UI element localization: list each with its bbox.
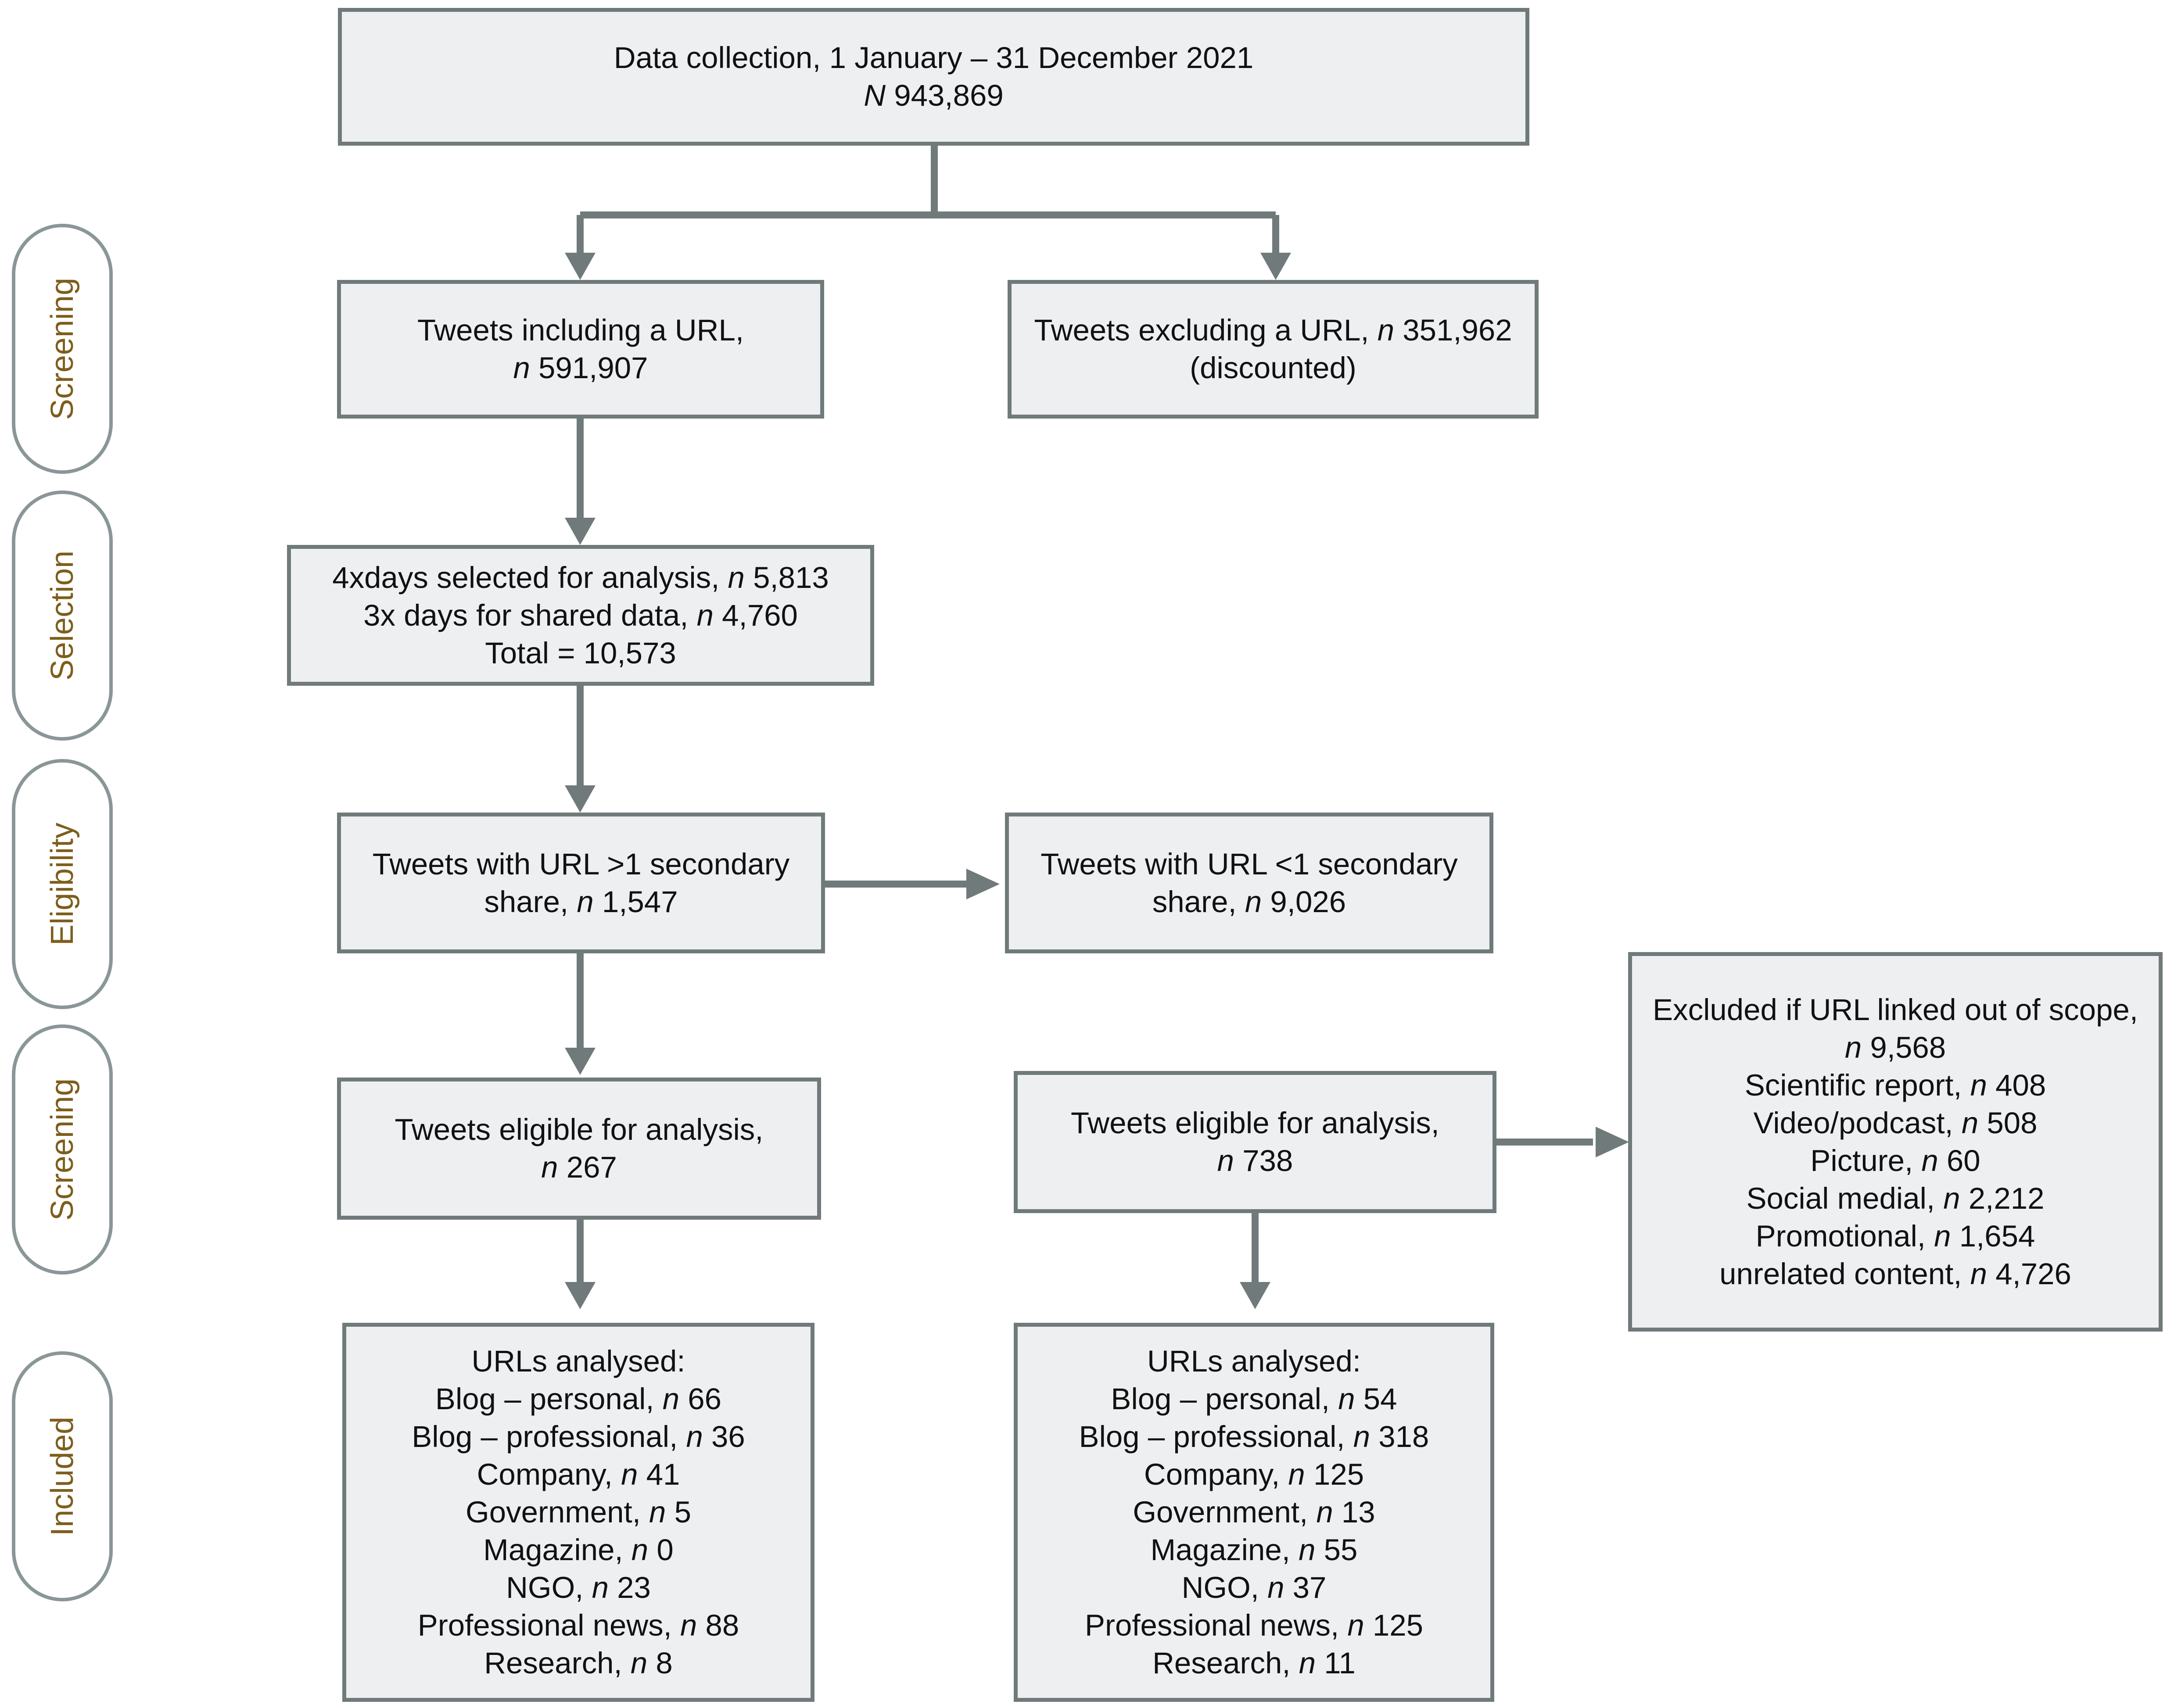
data-collection-text: Data collection, 1 January – 31 December… (614, 41, 1254, 75)
analysed-left-item: Research, n 8 (484, 1646, 673, 1680)
eligible-right-text: Tweets eligible for analysis, (1071, 1106, 1439, 1140)
selection-line-2: 3x days for shared data, n 4,760 (363, 598, 798, 632)
secondary-share-less-count: share, n 9,026 (1152, 884, 1346, 919)
analysed-left-item: Company, n 41 (477, 1457, 680, 1491)
secondary-share-more-box: Tweets with URL >1 secondary share, n 1,… (337, 813, 825, 953)
excluded-box: Excluded if URL linked out of scope, n 9… (1628, 952, 2163, 1332)
stage-selection: Selection (12, 491, 113, 741)
stage-eligibility-label: Eligibility (45, 822, 80, 946)
arrowhead-to-analysed-left (565, 1282, 596, 1309)
analysed-left-item: Blog – personal, n 66 (435, 1382, 722, 1416)
analysed-right-item: Government, n 13 (1133, 1495, 1375, 1529)
tweets-with-url-count: n 591,907 (513, 351, 648, 385)
eligible-left-count: n 267 (541, 1150, 617, 1184)
stage-eligibility: Eligibility (12, 759, 113, 1009)
stage-screening-2-label: Screening (45, 1078, 80, 1221)
stage-selection-label: Selection (45, 550, 80, 681)
excluded-item: Picture, n 60 (1810, 1143, 1980, 1178)
selection-line-1: 4xdays selected for analysis, n 5,813 (332, 560, 829, 594)
tweets-without-url-box: Tweets excluding a URL, n 351,962 (disco… (1008, 280, 1539, 419)
stage-screening-2: Screening (12, 1024, 113, 1275)
arrowhead-to-analysed-right (1240, 1282, 1270, 1309)
analysed-right-item: NGO, n 37 (1181, 1571, 1327, 1604)
analysed-right-item: Professional news, n 125 (1085, 1608, 1423, 1642)
tweets-with-url-text: Tweets including a URL, (417, 313, 744, 347)
analysed-left-item: Magazine, n 0 (483, 1533, 674, 1567)
analysed-right-item: Research, n 11 (1152, 1646, 1356, 1680)
excluded-item: Social medial, n 2,212 (1746, 1181, 2045, 1215)
analysed-right-item: Blog – professional, n 318 (1079, 1420, 1429, 1454)
analysed-left-item: Blog – professional, n 36 (412, 1420, 745, 1454)
excluded-item: Video/podcast, n 508 (1753, 1106, 2038, 1140)
eligible-right-count: n 738 (1217, 1144, 1293, 1178)
analysed-left-title: URLs analysed: (471, 1344, 685, 1378)
arrowhead-to-excluded (1596, 1127, 1629, 1157)
analysed-left-item: NGO, n 23 (506, 1571, 651, 1604)
excluded-total: n 9,568 (1844, 1030, 1946, 1064)
analysed-right-item: Blog – personal, n 54 (1111, 1382, 1397, 1416)
secondary-share-more-text: Tweets with URL >1 secondary (372, 847, 790, 881)
data-collection-box: Data collection, 1 January – 31 December… (338, 8, 1529, 146)
excluded-item: Promotional, n 1,654 (1755, 1219, 2035, 1253)
arrowhead-to-eligibility (565, 785, 596, 813)
eligible-right-box: Tweets eligible for analysis, n 738 (1014, 1071, 1496, 1213)
analysed-left-box: URLs analysed: Blog – personal, n 66 Blo… (342, 1323, 814, 1702)
excluded-title: Excluded if URL linked out of scope, (1653, 992, 2138, 1027)
analysed-right-item: Company, n 125 (1144, 1457, 1364, 1491)
arrowhead-to-eligible-left (565, 1048, 596, 1075)
tweets-without-url-count: Tweets excluding a URL, n 351,962 (1034, 313, 1512, 347)
eligible-left-box: Tweets eligible for analysis, n 267 (337, 1078, 821, 1220)
excluded-item: unrelated content, n 4,726 (1719, 1257, 2071, 1291)
secondary-share-less-text: Tweets with URL <1 secondary (1040, 847, 1458, 881)
excluded-item: Scientific report, n 408 (1744, 1068, 2046, 1102)
secondary-share-less-box: Tweets with URL <1 secondary share, n 9,… (1005, 813, 1493, 953)
selection-box: 4xdays selected for analysis, n 5,813 3x… (287, 545, 874, 686)
analysed-left-item: Professional news, n 88 (417, 1608, 739, 1642)
analysed-right-title: URLs analysed: (1147, 1344, 1361, 1378)
analysed-right-box: URLs analysed: Blog – personal, n 54 Blo… (1014, 1323, 1494, 1702)
tweets-without-url-note: (discounted) (1190, 351, 1356, 385)
selection-total: Total = 10,573 (485, 636, 676, 670)
analysed-right-item: Magazine, n 55 (1150, 1533, 1358, 1567)
arrowhead-to-selection (565, 518, 596, 545)
stage-screening-1-label: Screening (45, 277, 80, 420)
stage-included: Included (12, 1351, 113, 1601)
tweets-with-url-box: Tweets including a URL, n 591,907 (337, 280, 824, 419)
data-collection-count: N 943,869 (864, 79, 1004, 112)
arrowhead-to-without-url (1260, 253, 1291, 280)
stage-included-label: Included (45, 1416, 80, 1536)
arrowhead-to-with-url (565, 253, 596, 280)
secondary-share-more-count: share, n 1,547 (484, 884, 678, 919)
eligible-left-text: Tweets eligible for analysis, (395, 1113, 764, 1146)
arrowhead-to-less (966, 869, 1000, 899)
analysed-left-item: Government, n 5 (466, 1495, 691, 1529)
stage-screening-1: Screening (12, 224, 113, 474)
